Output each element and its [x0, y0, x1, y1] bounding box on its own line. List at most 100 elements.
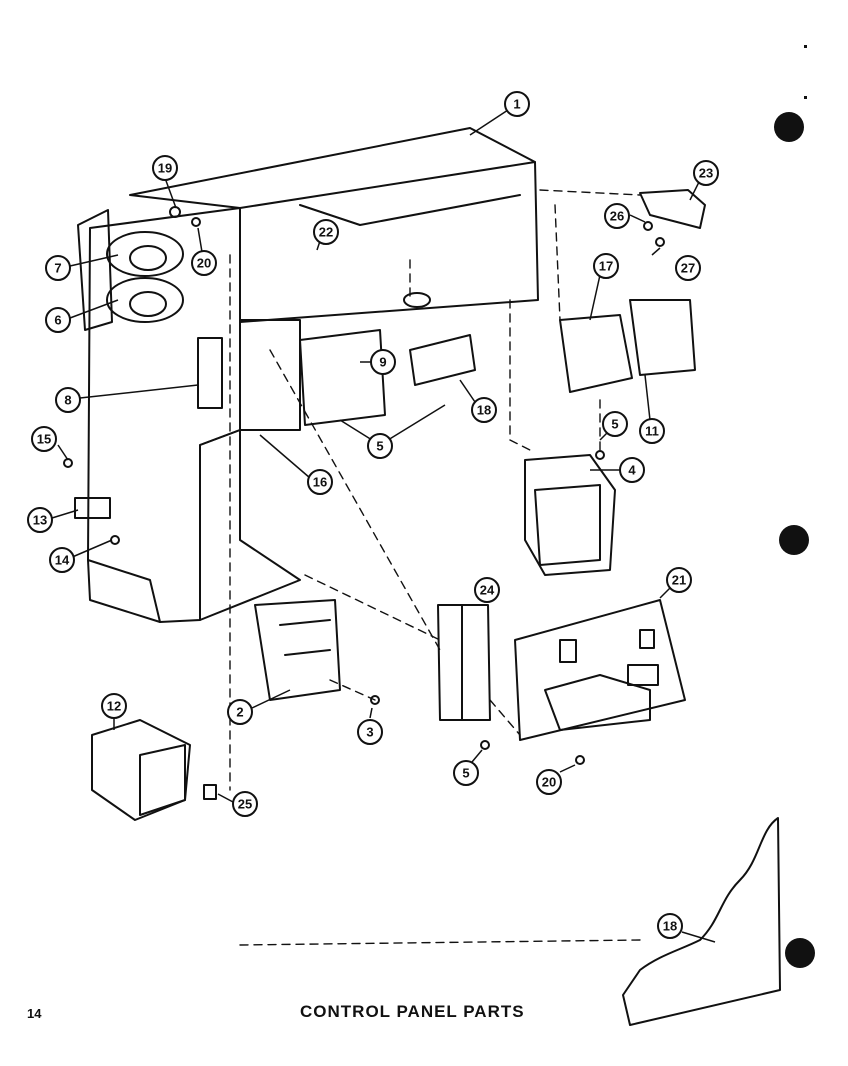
callout-label: 8 — [64, 393, 71, 408]
callout-label: 6 — [54, 313, 61, 328]
housing-base — [87, 559, 161, 623]
screw — [643, 221, 653, 231]
capacitor-7-cap — [129, 245, 167, 271]
callout-label: 27 — [681, 261, 695, 276]
callout-label: 1 — [513, 97, 520, 112]
callout-label: 17 — [599, 259, 613, 274]
terminal-board — [299, 329, 386, 426]
board-connector — [627, 664, 659, 686]
capacitor-6-cap — [129, 291, 167, 317]
callout-8: 8 — [55, 387, 81, 413]
terminal-strip-8 — [197, 337, 223, 409]
callout-20: 20 — [191, 250, 217, 276]
callout-5: 5 — [367, 433, 393, 459]
callout-14: 14 — [49, 547, 75, 573]
binder-hole-top — [774, 112, 804, 142]
diagram-drawing — [63, 127, 781, 1026]
callout-18: 18 — [657, 913, 683, 939]
screw — [63, 458, 73, 468]
callout-label: 9 — [379, 355, 386, 370]
callouts: 1 19 20 7 6 22 23 26 27 17 9 18 8 5 5 11… — [27, 91, 719, 939]
board-component — [559, 639, 577, 663]
bracket-18 — [409, 334, 476, 386]
callout-label: 18 — [477, 403, 491, 418]
capacitor-bank — [77, 209, 113, 331]
relay-17 — [559, 314, 633, 393]
callout-9: 9 — [370, 349, 396, 375]
callout-label: 2 — [236, 705, 243, 720]
speck — [804, 96, 807, 99]
callout-label: 24 — [480, 583, 495, 598]
callout-label: 4 — [628, 463, 636, 478]
housing-lower-box — [199, 429, 301, 621]
callout-25: 25 — [232, 791, 258, 817]
callout-label: 26 — [610, 209, 624, 224]
switch-13 — [74, 497, 111, 519]
callout-16: 16 — [307, 469, 333, 495]
callout-6: 6 — [45, 307, 71, 333]
timer-motor-face — [534, 484, 601, 566]
callout-label: 21 — [672, 573, 686, 588]
callout-4: 4 — [619, 457, 645, 483]
callout-5: 5 — [602, 411, 628, 437]
callout-label: 16 — [313, 475, 327, 490]
screw — [370, 695, 380, 705]
page-title: CONTROL PANEL PARTS — [300, 1002, 525, 1021]
callout-label: 12 — [107, 699, 121, 714]
bracket-24 — [437, 604, 491, 721]
callout-label: 18 — [663, 919, 677, 934]
callout-26: 26 — [604, 203, 630, 229]
housing-top-edge — [239, 161, 536, 209]
housing-hole — [403, 292, 431, 308]
callout-21: 21 — [666, 567, 692, 593]
capacitor-6 — [106, 277, 184, 323]
callout-19: 19 — [152, 155, 178, 181]
leader-lines — [51, 109, 716, 943]
callout-1: 1 — [504, 91, 530, 117]
callout-label: 14 — [55, 553, 70, 568]
page-number: 14 — [27, 1006, 42, 1021]
screw — [191, 217, 201, 227]
relay-11 — [629, 299, 696, 376]
callout-label: 13 — [33, 513, 47, 528]
inset-part-18 — [622, 817, 781, 1026]
callout-11: 11 — [639, 418, 665, 444]
screw — [655, 237, 665, 247]
screw — [169, 206, 181, 218]
binder-hole-bottom — [785, 938, 815, 968]
callout-label: 7 — [54, 261, 61, 276]
timer-motor-4 — [524, 454, 616, 576]
callout-2: 2 — [227, 699, 253, 725]
callout-17: 17 — [593, 253, 619, 279]
callout-12: 12 — [101, 693, 127, 719]
callout-label: 15 — [37, 432, 51, 447]
callout-24: 24 — [474, 577, 500, 603]
screw — [595, 450, 605, 460]
housing-recess — [299, 194, 521, 226]
board-component — [639, 629, 655, 649]
screw — [480, 740, 490, 750]
relay-2 — [254, 599, 341, 701]
callout-3: 3 — [357, 719, 383, 745]
callout-7: 7 — [45, 255, 71, 281]
callout-label: 20 — [197, 256, 211, 271]
callout-label: 5 — [611, 417, 618, 432]
callout-label: 25 — [238, 797, 252, 812]
speck — [804, 45, 807, 48]
relay-2-contacts — [279, 619, 331, 656]
callout-label: 5 — [376, 439, 383, 454]
callout-23: 23 — [693, 160, 719, 186]
board-transformer — [544, 674, 651, 731]
callout-13: 13 — [27, 507, 53, 533]
callout-5: 5 — [453, 760, 479, 786]
capacitor-7 — [106, 231, 184, 277]
relay-12-face — [139, 744, 186, 816]
callout-27: 27 — [675, 255, 701, 281]
screw — [110, 535, 120, 545]
screw — [575, 755, 585, 765]
callout-label: 23 — [699, 166, 713, 181]
callout-15: 15 — [31, 426, 57, 452]
circuit-board-21 — [514, 599, 686, 741]
callout-label: 3 — [366, 725, 373, 740]
